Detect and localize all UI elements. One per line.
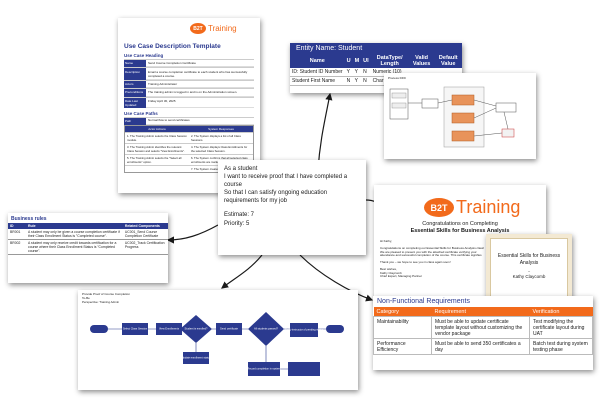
arrow-to-rules — [166, 224, 219, 244]
email-heading-line2: Essential Skills for Business Analysis — [410, 228, 510, 234]
certificate-course: Essential Skills for Business Analysis — [497, 253, 561, 266]
email-heading-line1: Congratulations on Completing — [422, 221, 498, 227]
process-decision-2: All students passed? — [254, 327, 278, 331]
process-header: Provide Proof of Course Completion To-Be… — [82, 292, 131, 304]
use-case-heading-label: Use Case Heading — [124, 53, 164, 58]
story-goal: I want to receive proof that I have comp… — [224, 174, 348, 189]
arrow-to-entity — [317, 92, 333, 171]
entity-title: Entity Name: Student — [290, 43, 462, 54]
dfd-label: Process DFD — [388, 76, 406, 80]
nfr-title: Non-Functional Requirements — [377, 298, 470, 305]
process-flow-diagram: Select Class Session View Enrollments St… — [90, 312, 344, 376]
process-step-view: View Enrollments — [159, 327, 180, 331]
process-step-notify: Notify instructor of pending status — [285, 328, 324, 332]
story-role: As a student — [224, 166, 258, 172]
certificate-student: Kathy Claycomb — [512, 274, 546, 279]
email-body: Hi Kathy, Congratulations on completing … — [380, 239, 485, 279]
story-priority: Priority: 5 — [224, 220, 250, 227]
process-step-cert: Send certificate — [220, 327, 238, 331]
use-case-paths-label: Use Case Paths — [124, 110, 158, 116]
dfd-diagram — [389, 86, 517, 148]
process-step-record: Record completion in system — [247, 367, 280, 371]
process-step-update: Update enrollment status — [182, 356, 212, 360]
b2t-logo: B2T Training — [424, 197, 520, 218]
process-flow-card: Provide Proof of Course Completion To-Be… — [78, 290, 358, 390]
arrow-to-process — [221, 254, 263, 289]
user-story-card: As a student I want to receive proof tha… — [218, 160, 366, 255]
story-benefit: So that I can satisfy ongoing education … — [224, 190, 328, 205]
arrow-to-nfr — [299, 254, 374, 302]
business-rules-title: Business rules — [11, 216, 47, 222]
use-case-title: Use Case Description Template — [124, 43, 221, 50]
process-decision-1: Student is enrolled? — [185, 327, 208, 331]
process-dfd-card: Process DFD — [384, 73, 536, 159]
process-step-request: Select Class Session — [123, 327, 148, 331]
b2t-logo: B2T Training — [190, 23, 237, 34]
story-estimate: Estimate: 7 — [224, 212, 255, 219]
